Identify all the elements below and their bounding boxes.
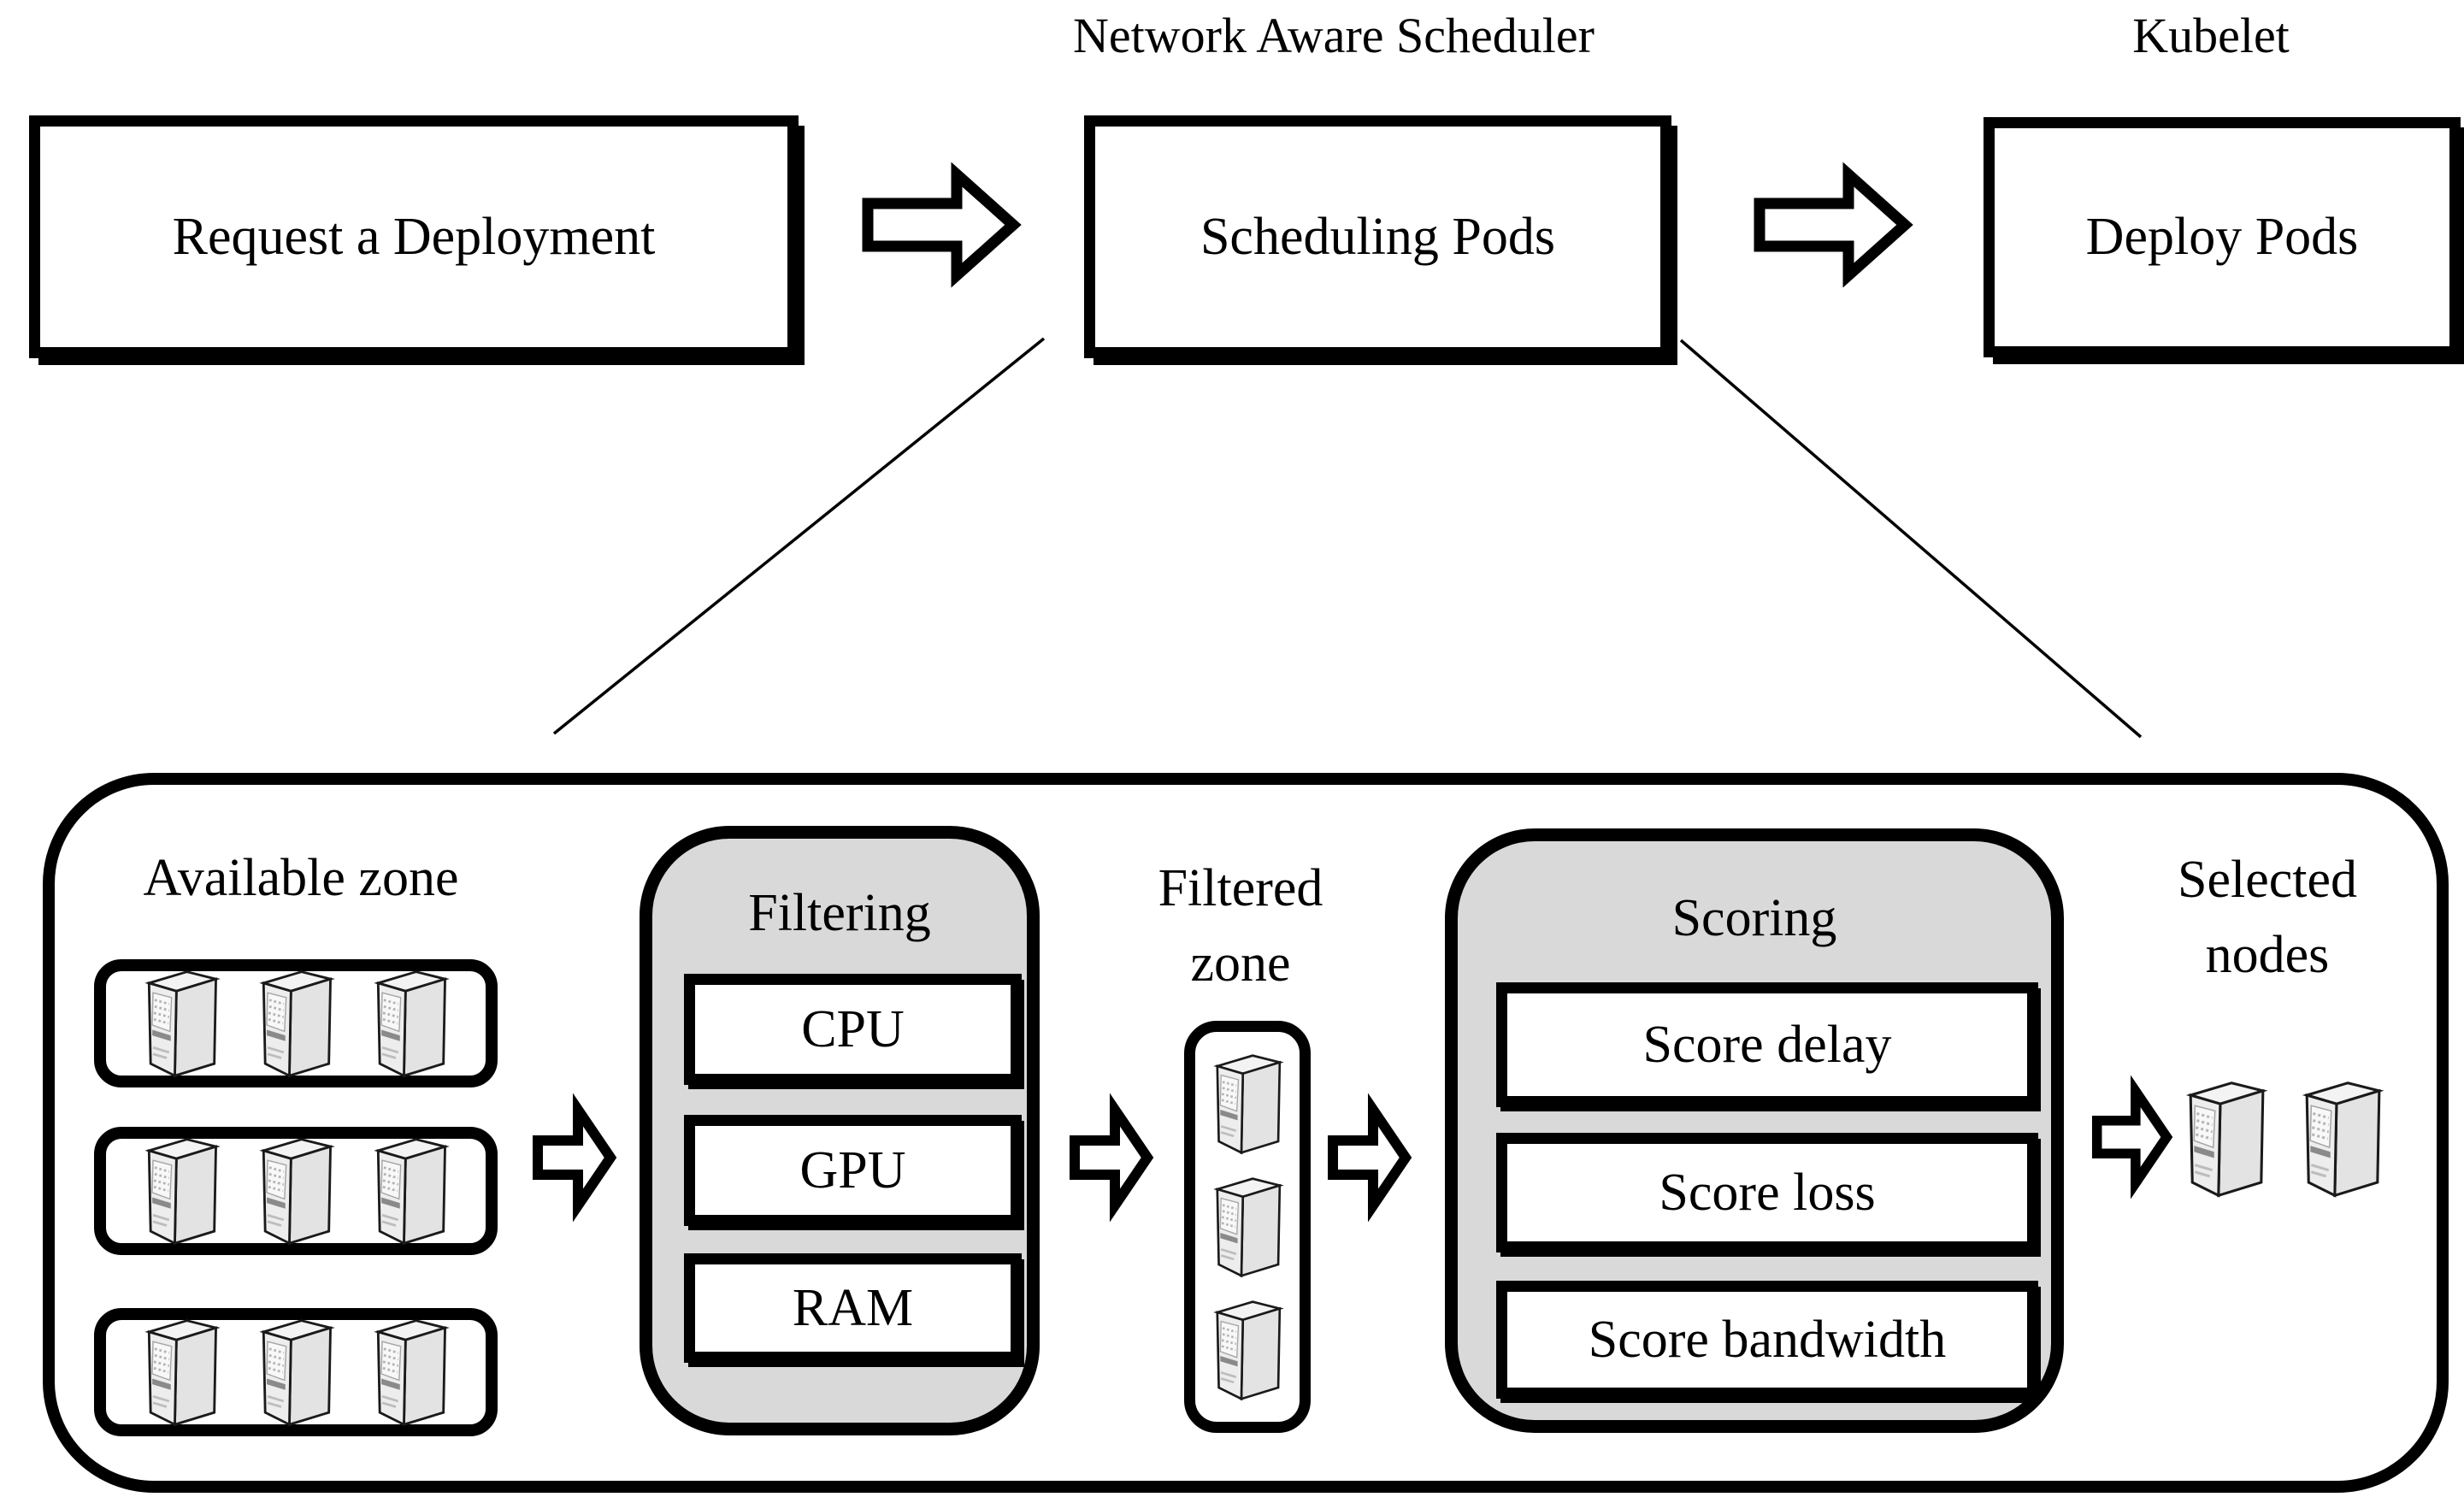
score-delay-box: Score delay <box>1496 982 2038 1107</box>
selected-nodes-label-line1: Selected <box>2177 851 2358 909</box>
server-icon <box>262 1319 332 1426</box>
selected-nodes-label-line2: nodes <box>2205 926 2330 985</box>
server-icon <box>262 970 332 1077</box>
filter-gpu-box: GPU <box>684 1115 1022 1226</box>
filter-ram-box: RAM <box>684 1253 1022 1363</box>
score-delay-text: Score delay <box>1642 1015 1892 1074</box>
filtered-zone-label-line1: Filtered <box>1158 859 1323 917</box>
scheduling-pods-text: Scheduling Pods <box>1200 207 1556 266</box>
server-icon <box>262 1138 332 1245</box>
scoring-title: Scoring <box>1671 889 1837 947</box>
arrow-right-icon <box>1070 1093 1154 1223</box>
server-icon <box>147 970 217 1077</box>
kubelet-label: Kubelet <box>2132 8 2290 63</box>
deploy-pods-box: Deploy Pods <box>1984 117 2461 357</box>
filtered-zone-label: Filtered zone <box>1158 851 1323 1001</box>
connector-line-right <box>1679 339 2143 739</box>
server-icon <box>1216 1177 1282 1277</box>
server-icon <box>147 1138 217 1245</box>
arrow-right-icon <box>862 162 1022 288</box>
arrow-right-icon <box>1754 162 1913 288</box>
available-zone-row <box>94 1127 498 1255</box>
available-zone-label: Available zone <box>143 849 459 907</box>
score-bandwidth-text: Score bandwidth <box>1588 1310 1947 1369</box>
filtered-zone-label-line2: zone <box>1190 934 1291 993</box>
arrow-right-icon <box>533 1093 617 1223</box>
filtered-zone-box <box>1184 1021 1311 1433</box>
server-icon <box>2305 1081 2381 1197</box>
server-icon <box>376 970 446 1077</box>
server-icon <box>1216 1300 1282 1400</box>
filtering-title: Filtering <box>748 884 931 942</box>
filter-cpu-box: CPU <box>684 974 1022 1085</box>
available-zone-row <box>94 959 498 1087</box>
score-bandwidth-box: Score bandwidth <box>1496 1281 2038 1399</box>
server-icon <box>376 1319 446 1426</box>
scoring-panel: Scoring Score delay Score loss Score ban… <box>1445 828 2064 1433</box>
deploy-pods-text: Deploy Pods <box>2085 208 2359 266</box>
request-deployment-text: Request a Deployment <box>172 207 656 266</box>
score-loss-text: Score loss <box>1659 1163 1876 1222</box>
filter-ram-text: RAM <box>792 1278 914 1337</box>
filter-gpu-text: GPU <box>799 1140 906 1199</box>
filtering-panel: Filtering CPU GPU RAM <box>640 826 1040 1435</box>
network-aware-scheduler-label: Network Aware Scheduler <box>1073 8 1595 63</box>
scheduling-pods-box: Scheduling Pods <box>1084 115 1671 358</box>
selected-nodes-group <box>2182 1077 2385 1200</box>
server-icon <box>147 1319 217 1426</box>
server-icon <box>2189 1081 2265 1197</box>
score-loss-box: Score loss <box>1496 1133 2038 1252</box>
available-zone-row <box>94 1308 498 1436</box>
server-icon <box>376 1138 446 1245</box>
arrow-right-icon <box>1328 1093 1412 1223</box>
connector-line-left <box>552 337 1046 735</box>
server-icon <box>1216 1054 1282 1154</box>
filter-cpu-text: CPU <box>801 999 905 1058</box>
selected-nodes-label: Selected nodes <box>2178 842 2357 993</box>
arrow-right-icon <box>2091 1075 2173 1199</box>
request-deployment-box: Request a Deployment <box>29 115 799 358</box>
